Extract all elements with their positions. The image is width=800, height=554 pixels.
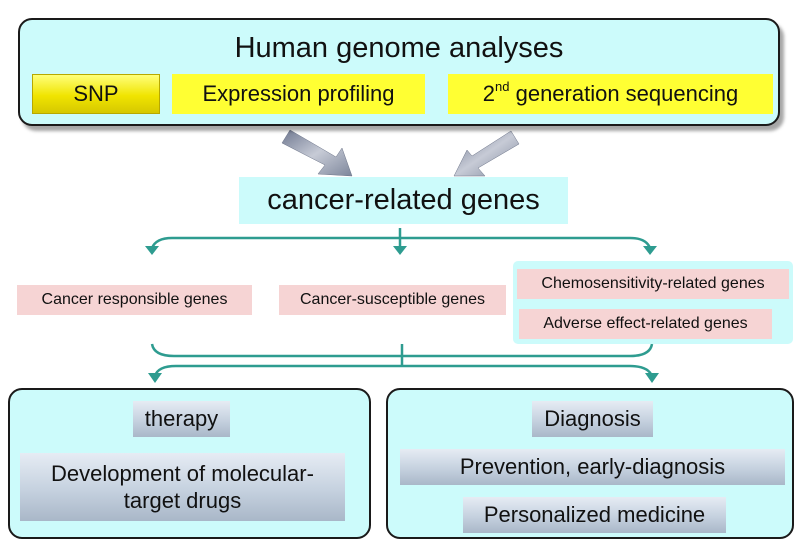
therapy-heading: therapy	[133, 401, 230, 437]
sequencing-number: 2	[482, 81, 496, 106]
personalized-medicine-item: Personalized medicine	[463, 497, 726, 533]
sequencing-ordinal: nd	[495, 78, 510, 94]
expression-profiling-chip: Expression profiling	[172, 74, 425, 114]
adverse-effect-genes-label: Adverse effect-related genes	[519, 309, 772, 339]
drugs-line-2: target drugs	[123, 488, 242, 513]
drugs-line-1: Development of molecular-	[51, 460, 314, 486]
cancer-susceptible-genes-label: Cancer-susceptible genes	[279, 285, 506, 315]
cancer-related-genes-label: cancer-related genes	[239, 177, 568, 224]
split-connector	[150, 228, 652, 249]
split-arrowhead-center	[393, 246, 407, 255]
merge-connector	[150, 343, 654, 377]
chemosensitivity-genes-label: Chemosensitivity-related genes	[517, 269, 789, 299]
diagnosis-heading: Diagnosis	[532, 401, 653, 437]
genome-analyses-title: Human genome analyses	[234, 32, 564, 64]
merge-arrowhead-left	[148, 373, 162, 383]
prevention-early-diagnosis-item: Prevention, early-diagnosis	[400, 449, 785, 485]
genome-analyses-box: Human genome analyses SNP Expression pro…	[18, 18, 780, 126]
cancer-responsible-genes-label: Cancer responsible genes	[17, 285, 252, 315]
sequencing-text: generation sequencing	[509, 81, 739, 106]
snp-chip: SNP	[32, 74, 160, 114]
right-merge-arrow	[453, 130, 520, 177]
split-arrowhead-right	[643, 246, 657, 255]
split-arrowhead-left	[145, 246, 159, 255]
molecular-target-drugs-item: Development of molecular- target drugs	[20, 453, 345, 521]
left-merge-arrow	[281, 129, 353, 177]
merge-arrowhead-right	[645, 373, 659, 383]
